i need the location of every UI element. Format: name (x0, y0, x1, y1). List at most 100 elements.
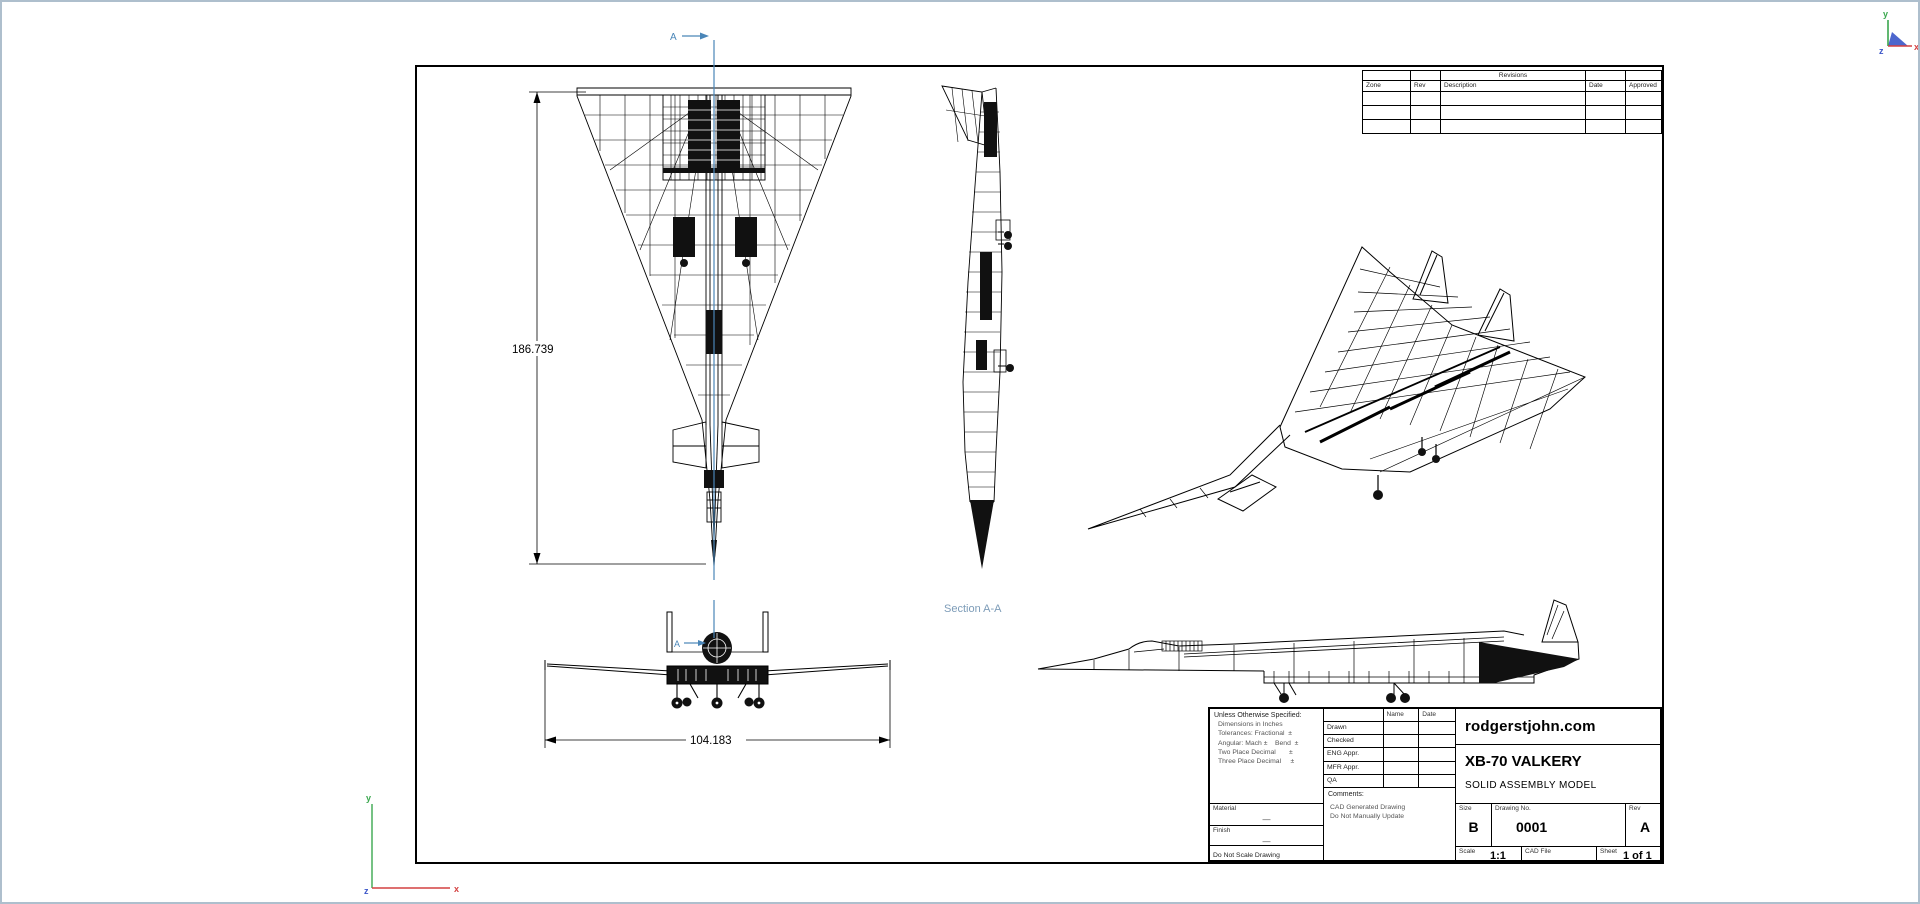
approval-row-eng-appr: ENG Appr. (1324, 748, 1456, 762)
rev-cell (1586, 92, 1626, 106)
front-view-xb70[interactable] (540, 600, 895, 722)
date-header: Date (1422, 711, 1436, 718)
dim-arrow-right-icon (879, 736, 890, 744)
origin-x-label: x (454, 884, 459, 894)
title-block: Unless Otherwise Specified: Dimensions i… (1208, 707, 1664, 864)
isometric-view-xb70[interactable] (1080, 237, 1620, 572)
finish-label: Finish (1213, 827, 1231, 834)
revision-table-title: Revisions (1441, 71, 1586, 81)
approval-label: ENG Appr. (1324, 748, 1384, 761)
rev-cell (1411, 106, 1441, 120)
tolerance-line: Three Place Decimal ± (1218, 757, 1295, 765)
rev-value: A (1639, 819, 1651, 835)
do-not-scale-label: Do Not Scale Drawing (1213, 851, 1280, 859)
rev-cell (1441, 106, 1586, 120)
rev-cell (1441, 92, 1586, 106)
company-name: rodgerstjohn.com (1465, 718, 1596, 735)
scale-label: Scale (1459, 848, 1476, 855)
revision-col-date: Date (1586, 81, 1626, 92)
rev-cell (1411, 92, 1441, 106)
approval-label: Drawn (1324, 722, 1384, 735)
comments-cell: Comments: CAD Generated Drawing Do Not M… (1324, 788, 1456, 864)
rev-cell (1363, 71, 1411, 81)
triad-x-label: x (1914, 42, 1919, 52)
triad-y-label: y (1883, 9, 1888, 19)
annotations-layer: A A 186.739 104.183 (509, 32, 891, 748)
cad-file-cell: CAD File (1522, 847, 1597, 864)
drawing-no-cell: Drawing No. 0001 (1492, 804, 1626, 847)
section-arrow-top-icon (700, 32, 709, 40)
revision-col-approved: Approved (1626, 81, 1661, 92)
tolerance-line: Angular: Mach ± Bend ± (1218, 739, 1299, 747)
rev-cell (1363, 106, 1411, 120)
top-view-engine-bay (662, 94, 766, 181)
drawing-no-value: 0001 (1516, 819, 1548, 835)
triad-z-label: z (1879, 46, 1884, 56)
dim-arrow-up-icon (533, 92, 541, 103)
name-header: Name (1384, 709, 1420, 721)
rev-cell (1626, 92, 1661, 106)
sheet-cell: Sheet 1 of 1 (1597, 847, 1664, 864)
side-view-xb70[interactable] (1034, 597, 1599, 705)
rev-cell (1626, 106, 1661, 120)
dimension-length-value[interactable]: 186.739 (512, 344, 554, 356)
rev-cell (1441, 120, 1586, 133)
approval-label: MFR Appr. (1324, 761, 1384, 774)
section-cut-label-bottom[interactable]: A (674, 639, 680, 649)
size-cell: Size B (1456, 804, 1492, 847)
dim-arrow-left-icon (545, 736, 556, 744)
sheet-label: Sheet (1600, 848, 1617, 855)
dimension-length[interactable]: 186.739 (509, 91, 706, 565)
drawing-no-label: Drawing No. (1495, 805, 1531, 812)
comments-line: CAD Generated Drawing (1330, 804, 1406, 811)
drawing-title: XB-70 VALKERY (1465, 753, 1582, 770)
dim-arrow-down-icon (533, 553, 541, 564)
rev-cell (1586, 106, 1626, 120)
iso-landing-gear (1373, 448, 1440, 500)
dimension-wingspan[interactable]: 104.183 (544, 670, 891, 748)
sheet-origin-triad-icon: y x z (364, 793, 459, 896)
approval-row-drawn: Drawn (1324, 722, 1456, 736)
tolerance-line: Dimensions in Inches (1218, 721, 1283, 729)
approval-row-mfr-appr: MFR Appr. (1324, 761, 1456, 775)
rev-cell (1586, 120, 1626, 133)
material-label: Material (1213, 805, 1237, 812)
drawing-title-cell: XB-70 VALKERY SOLID ASSEMBLY MODEL (1456, 745, 1664, 804)
rev-cell (1626, 120, 1661, 133)
cad-file-label: CAD File (1525, 848, 1552, 855)
comments-label: Comments: (1328, 791, 1364, 798)
rev-label: Rev (1629, 805, 1641, 812)
rev-cell (1626, 71, 1661, 81)
approval-row-qa: QA (1324, 774, 1456, 788)
section-view-label[interactable]: Section A-A (944, 603, 1002, 615)
finish-value: — (1262, 837, 1271, 846)
side-exhaust-dark (1479, 642, 1579, 683)
view-orientation-triad-icon[interactable]: y x z (1868, 6, 1920, 62)
rev-cell (1586, 71, 1626, 81)
size-value: B (1468, 819, 1479, 835)
sheet-value: 1 of 1 (1623, 850, 1652, 862)
section-cut-label-top[interactable]: A (670, 32, 677, 43)
revision-col-description: Description (1441, 81, 1586, 92)
front-landing-gear (671, 683, 765, 709)
material-cell: Material — (1210, 804, 1324, 826)
iso-fuselage-detail (1304, 346, 1511, 490)
section-view-xb70[interactable] (938, 82, 1022, 574)
rev-cell (1363, 92, 1411, 106)
revision-col-zone: Zone (1363, 81, 1411, 92)
do-not-scale-cell: Do Not Scale Drawing (1210, 846, 1324, 864)
approval-label: QA (1324, 774, 1384, 787)
finish-cell: Finish — (1210, 826, 1324, 846)
tolerance-line: Two Place Decimal ± (1218, 748, 1293, 756)
iso-wire-mesh (1139, 266, 1586, 518)
section-cut-line[interactable]: A A (670, 32, 715, 649)
size-label: Size (1459, 805, 1472, 812)
side-landing-gear (1273, 682, 1410, 703)
front-engine-detail (677, 669, 757, 681)
section-landing-gear (993, 219, 1014, 373)
origin-z-label: z (364, 886, 369, 896)
front-nose-detail (703, 633, 731, 663)
dimension-wingspan-value[interactable]: 104.183 (690, 735, 732, 747)
company-cell: rodgerstjohn.com (1456, 709, 1664, 745)
